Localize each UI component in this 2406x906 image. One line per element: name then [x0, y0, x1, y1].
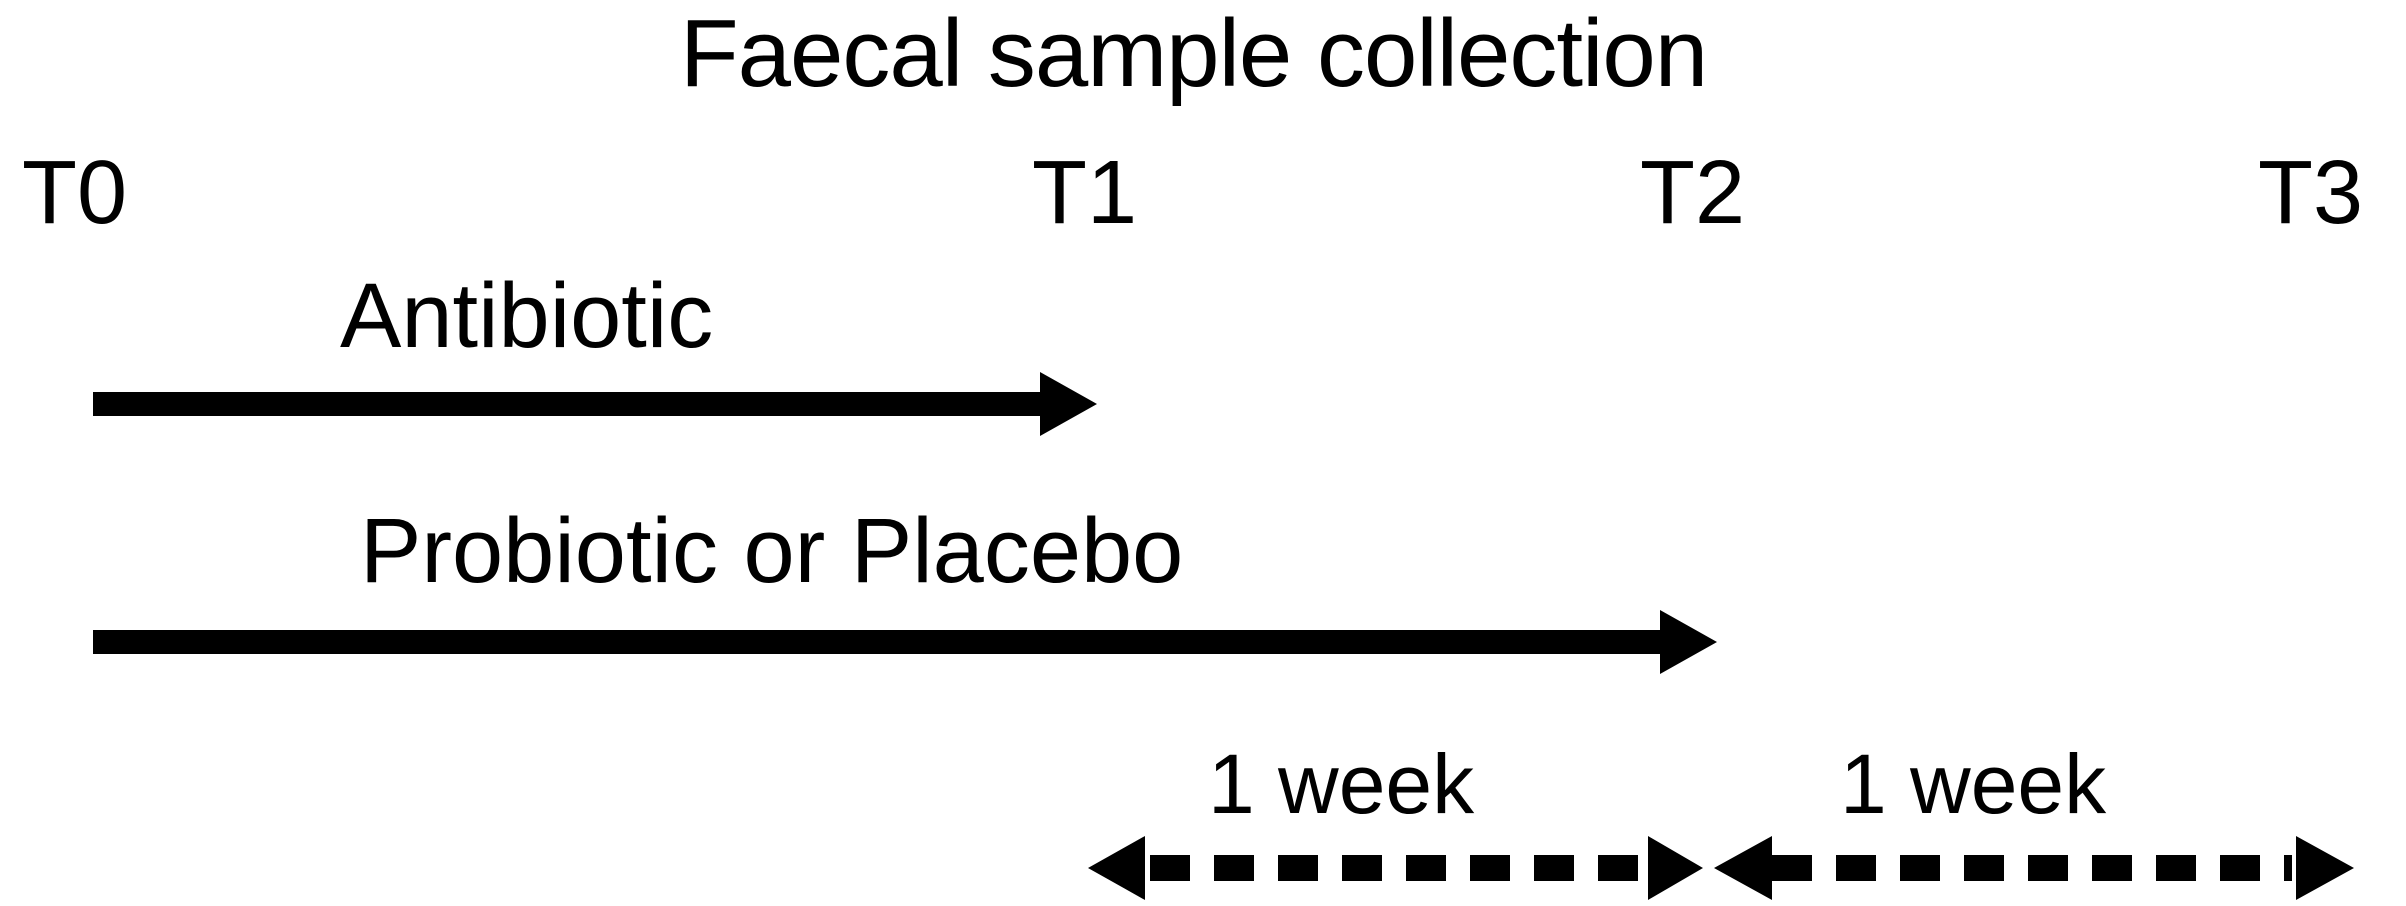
timepoint-label-t2: T2: [1640, 143, 1746, 243]
probiotic-arm-label: Probiotic or Placebo: [360, 500, 1184, 602]
figure-title: Faecal sample collection: [680, 0, 1708, 107]
timepoint-label-t3: T3: [2258, 143, 2364, 243]
probiotic-arrow: [93, 610, 1717, 674]
timepoint-label-t1: T1: [1032, 143, 1138, 243]
antibiotic-arm-label: Antibiotic: [340, 265, 714, 367]
timepoint-label-t0: T0: [22, 143, 128, 243]
interval-label-week-1: 1 week: [1208, 737, 1475, 831]
interval-arrow-week-1: [1088, 836, 1703, 900]
interval-arrow-week-2: [1714, 836, 2354, 900]
interval-label-week-2: 1 week: [1840, 737, 2107, 831]
antibiotic-arrow: [93, 372, 1097, 436]
